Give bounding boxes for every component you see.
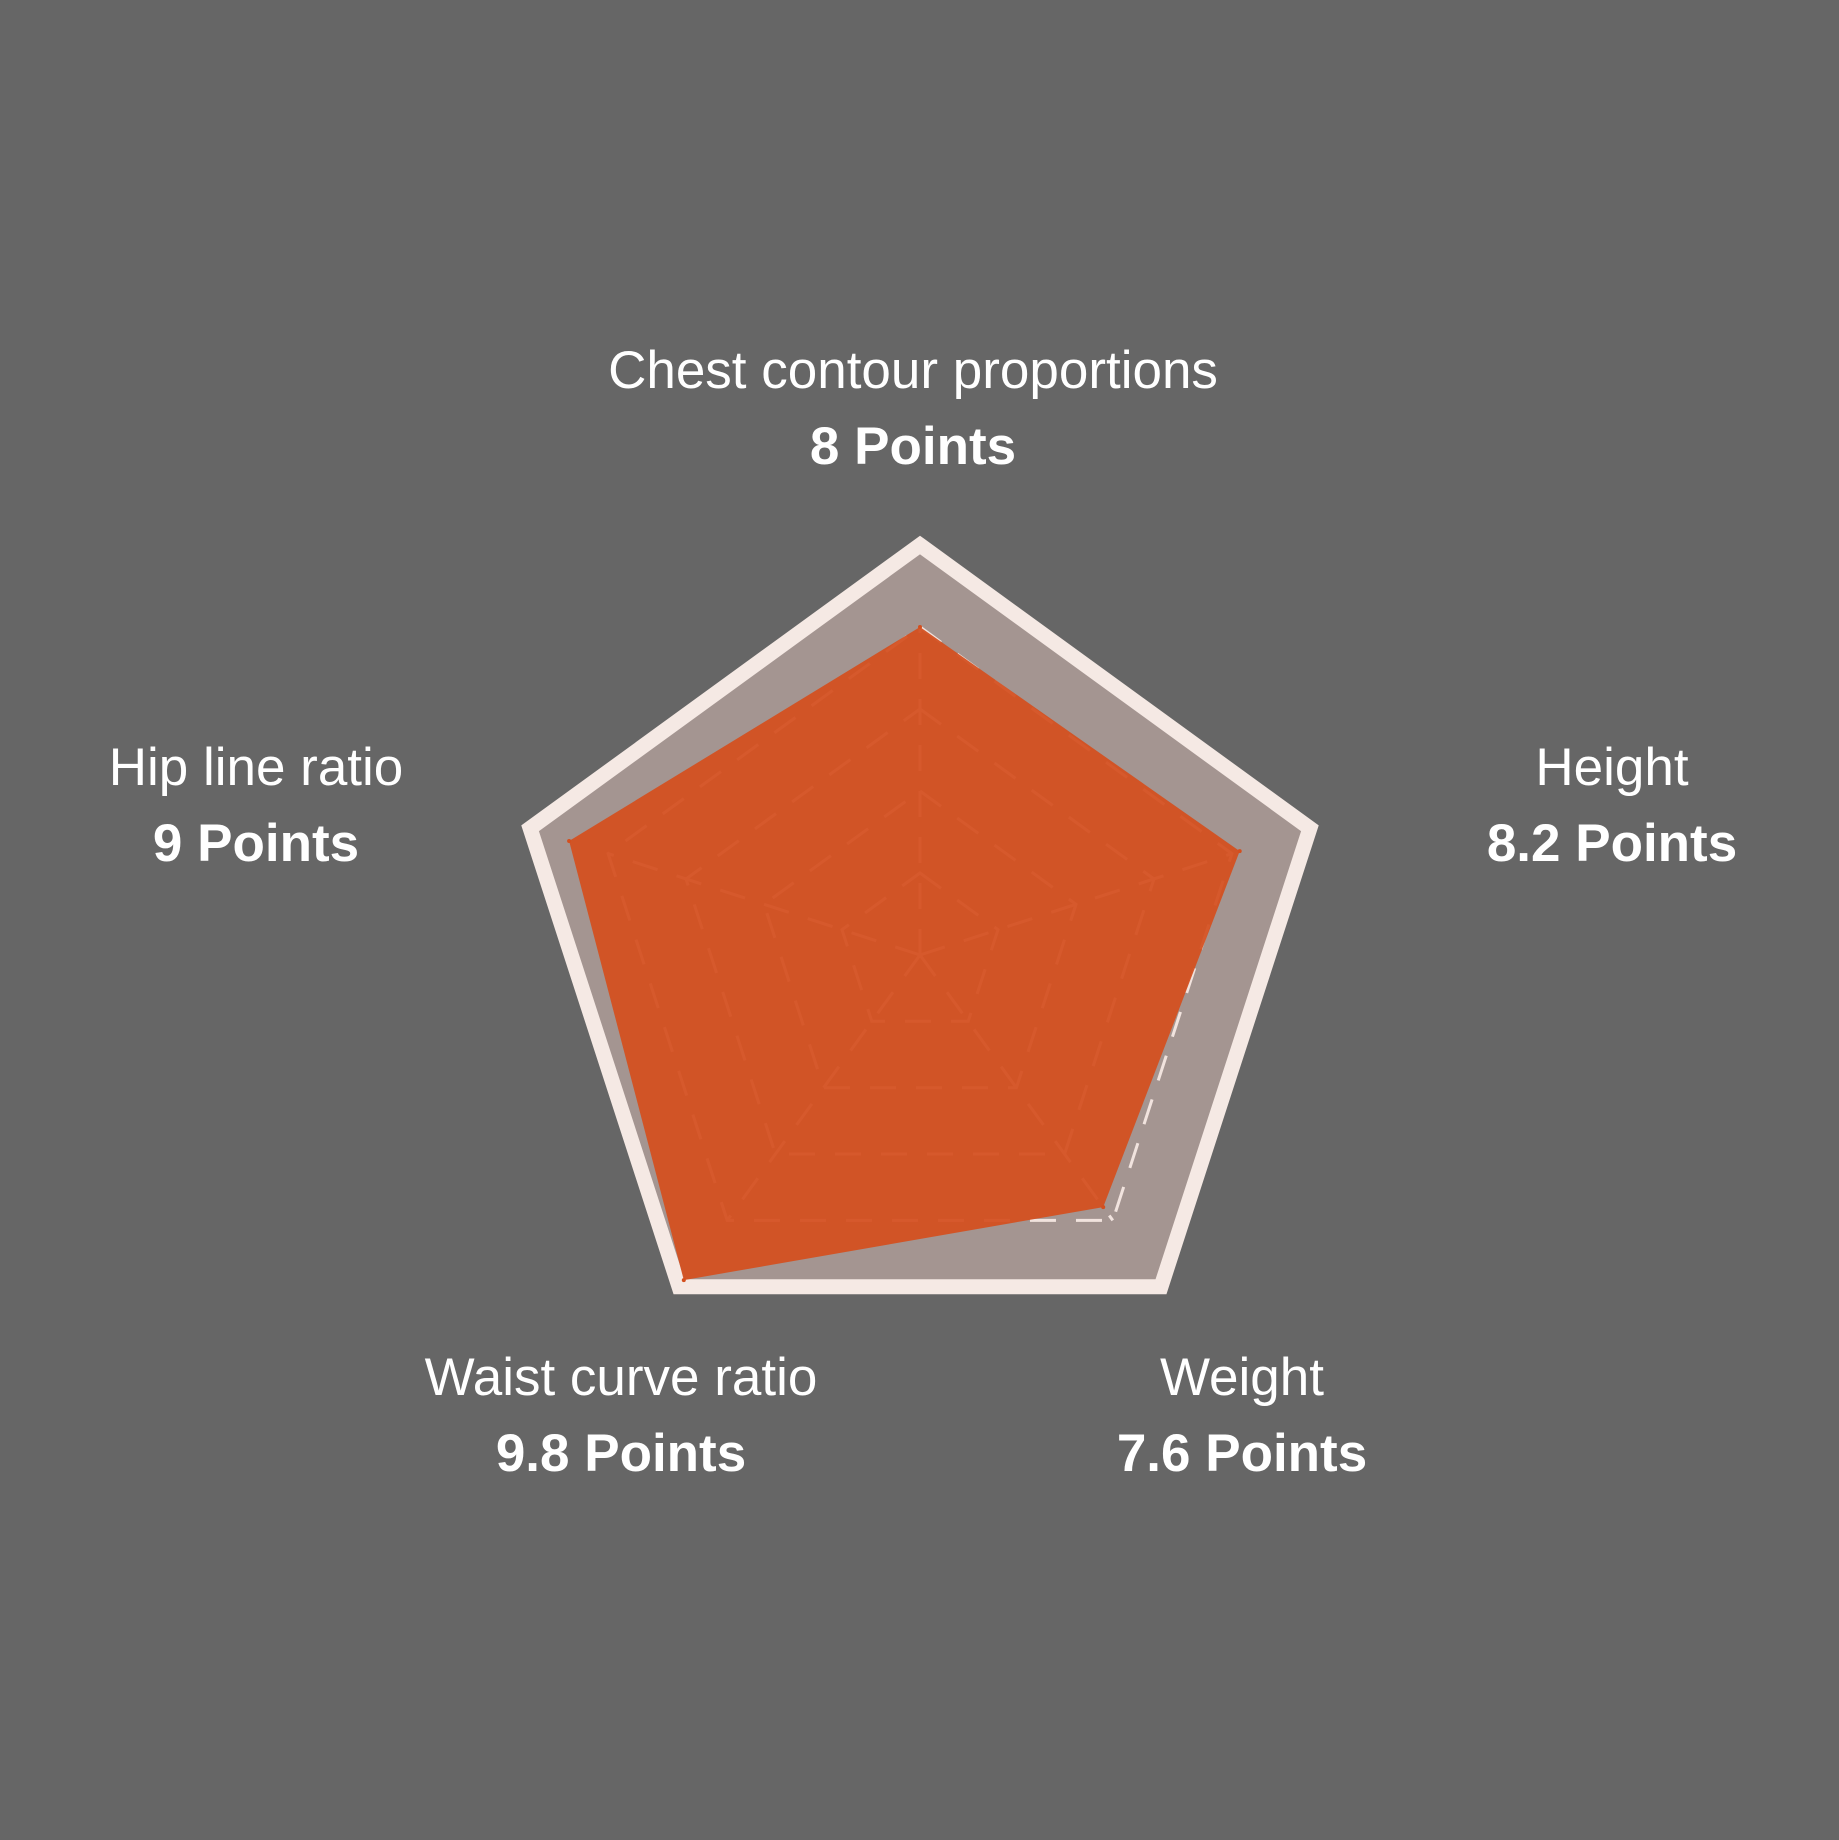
axis-name-chest: Chest contour proportions xyxy=(608,341,1218,400)
axis-name-hip: Hip line ratio xyxy=(108,738,404,797)
axis-label-hip: Hip line ratio 9 Points xyxy=(109,735,404,878)
axis-score-weight: 7.6 Points xyxy=(1116,1424,1368,1484)
axis-label-weight: Weight 7.6 Points xyxy=(1117,1345,1367,1488)
axis-score-height: 8.2 Points xyxy=(1486,814,1738,874)
radar-data-point-0 xyxy=(918,625,922,629)
axis-name-height: Height xyxy=(1535,738,1689,797)
radar-data-point-2 xyxy=(1101,1205,1106,1210)
axis-score-chest: 8 Points xyxy=(809,417,1017,477)
radar-data-area xyxy=(569,627,1240,1281)
axis-name-weight: Weight xyxy=(1159,1348,1324,1407)
axis-name-waist: Waist curve ratio xyxy=(424,1348,818,1407)
radar-data-point-4 xyxy=(567,839,572,843)
axis-score-waist: 9.8 Points xyxy=(495,1424,747,1484)
axis-label-chest: Chest contour proportions 8 Points xyxy=(608,338,1218,481)
axis-score-hip: 9 Points xyxy=(152,814,360,874)
axis-label-height: Height 8.2 Points xyxy=(1487,735,1737,878)
radar-data-point-3 xyxy=(681,1278,686,1283)
radar-data-point-1 xyxy=(1237,849,1242,854)
axis-label-waist: Waist curve ratio 9.8 Points xyxy=(425,1345,818,1488)
